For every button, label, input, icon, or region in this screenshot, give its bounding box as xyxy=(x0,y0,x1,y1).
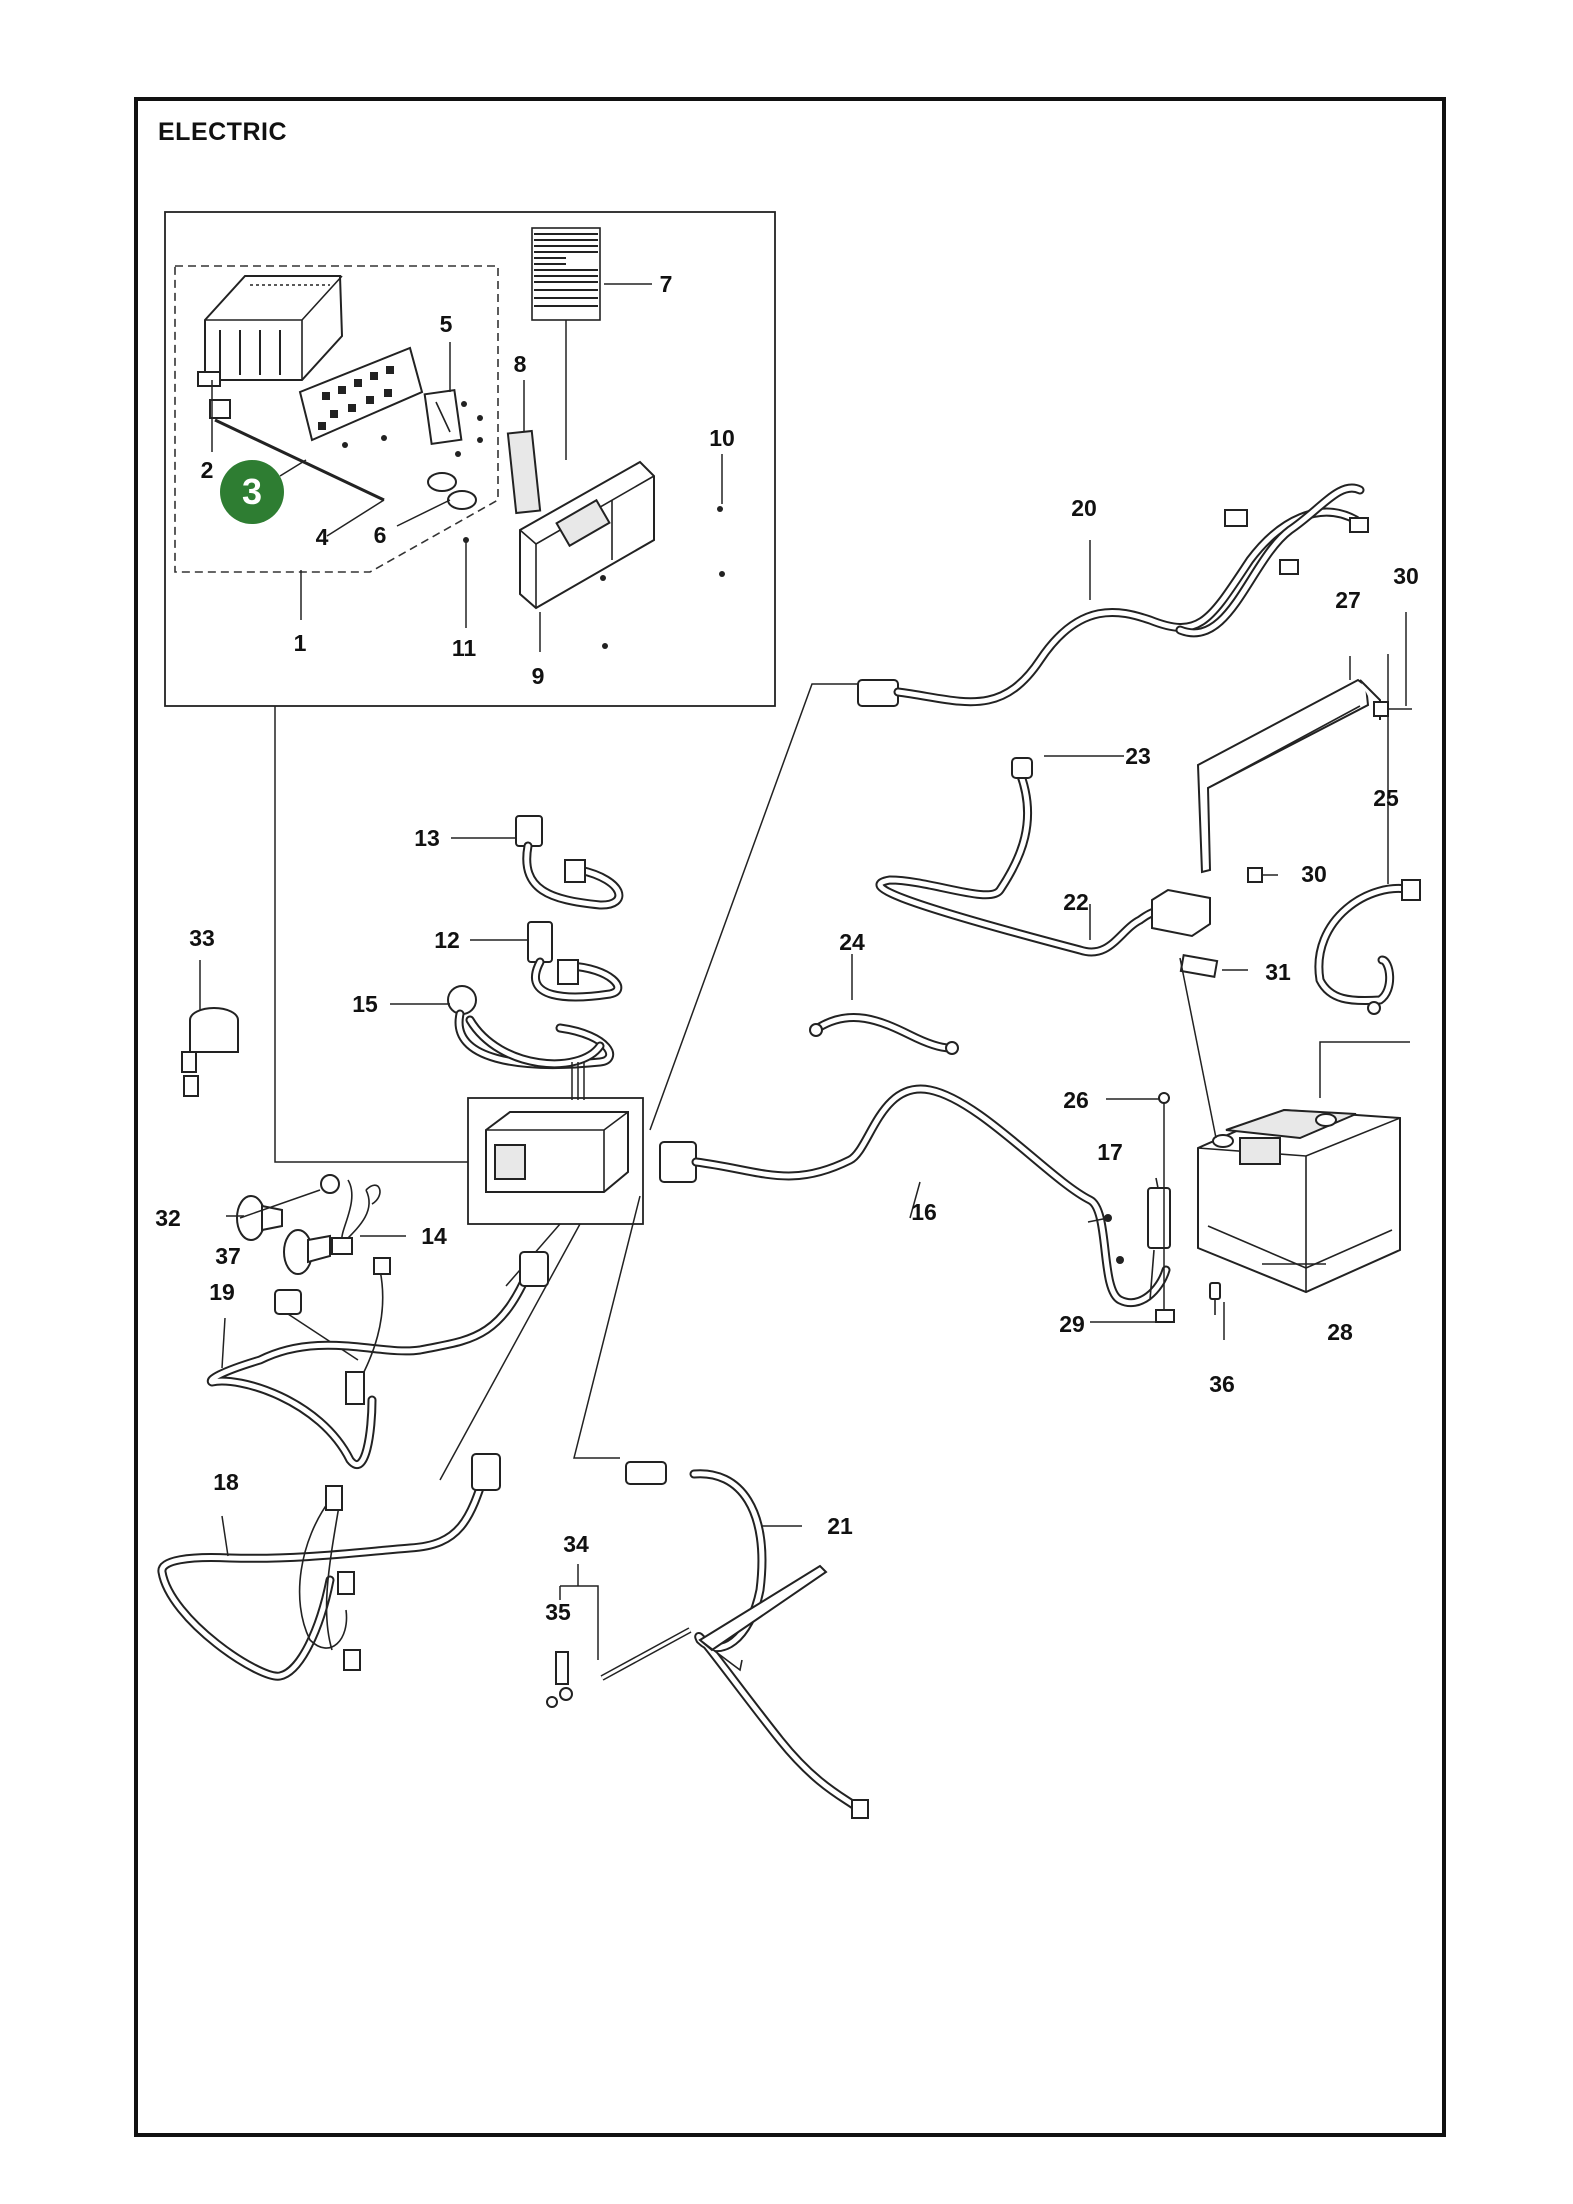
callout-15: 15 xyxy=(352,991,378,1017)
battery xyxy=(1197,1108,1401,1294)
harness-19 xyxy=(206,1251,549,1470)
callout-8: 8 xyxy=(514,351,527,377)
callout-23: 23 xyxy=(1125,743,1151,769)
page-title: ELECTRIC xyxy=(158,118,287,146)
callout-28: 28 xyxy=(1327,1319,1353,1345)
circuit-board xyxy=(298,346,424,442)
callout-20: 20 xyxy=(1071,495,1097,521)
callout-18: 18 xyxy=(213,1469,239,1495)
lamp-harness-14 xyxy=(331,1179,381,1255)
callout-26: 26 xyxy=(1063,1087,1089,1113)
lamp-32 xyxy=(236,1174,340,1275)
inset-box xyxy=(164,211,776,1163)
callout-labels: 1 2 4 5 6 7 8 9 10 11 12 13 14 15 16 17 … xyxy=(155,271,1419,1625)
fuse-part xyxy=(423,389,463,445)
leader-lines xyxy=(199,283,1407,1557)
cable-34 xyxy=(546,1564,692,1708)
part-37 xyxy=(274,1289,359,1361)
control-box xyxy=(519,460,655,610)
harness-12 xyxy=(527,921,623,1002)
callout-13: 13 xyxy=(414,825,440,851)
callout-31: 31 xyxy=(1265,959,1291,985)
central-control-box xyxy=(467,1097,644,1225)
callout-7: 7 xyxy=(660,271,673,297)
battery-bracket xyxy=(1196,678,1381,874)
callout-30-top: 30 xyxy=(1393,563,1419,589)
callout-25: 25 xyxy=(1373,785,1399,811)
callout-22: 22 xyxy=(1063,889,1089,915)
callout-21: 21 xyxy=(827,1513,853,1539)
harness-22 xyxy=(875,757,1219,978)
harness-20 xyxy=(857,483,1369,707)
callout-19: 19 xyxy=(209,1279,235,1305)
callout-34: 34 xyxy=(563,1531,589,1557)
harness-21 xyxy=(625,1461,869,1819)
callout-33: 33 xyxy=(189,925,215,951)
key-switch xyxy=(181,1007,239,1097)
callout-1: 1 xyxy=(294,630,307,656)
diagram-frame xyxy=(134,97,1446,2137)
screws-inset xyxy=(342,401,725,649)
callout-16: 16 xyxy=(911,1199,937,1225)
harness-15 xyxy=(447,985,615,1069)
callout-37: 37 xyxy=(215,1243,241,1269)
washer-part xyxy=(427,472,457,492)
highlight-label: 3 xyxy=(242,471,262,512)
callout-32: 32 xyxy=(155,1205,181,1231)
highlight-badge xyxy=(220,460,284,524)
callout-36: 36 xyxy=(1209,1371,1235,1397)
callout-29: 29 xyxy=(1059,1311,1085,1337)
callout-5: 5 xyxy=(440,311,453,337)
callout-10: 10 xyxy=(709,425,735,451)
callout-11: 11 xyxy=(452,635,477,661)
sensor-36 xyxy=(1209,1282,1221,1315)
callout-24: 24 xyxy=(839,929,865,955)
cable-25 xyxy=(1314,879,1421,1015)
callout-6: 6 xyxy=(374,522,387,548)
callout-2: 2 xyxy=(201,457,214,483)
callout-4: 4 xyxy=(316,524,329,550)
harness-leads xyxy=(571,1062,585,1100)
callout-9: 9 xyxy=(532,663,545,689)
callout-14: 14 xyxy=(421,1223,447,1249)
cable-24 xyxy=(809,1012,959,1055)
highlight-callout-3: 3 xyxy=(220,459,307,524)
callout-12: 12 xyxy=(434,927,460,953)
harness-13 xyxy=(515,815,624,910)
callout-35: 35 xyxy=(545,1599,571,1625)
decal-part xyxy=(531,227,601,460)
callout-17: 17 xyxy=(1097,1139,1123,1165)
harness-16 xyxy=(659,1084,1171,1308)
callout-27: 27 xyxy=(1335,587,1361,613)
callout-30-mid: 30 xyxy=(1301,861,1327,887)
label-part xyxy=(506,429,542,515)
harness-18 xyxy=(157,1453,501,1681)
control-housing xyxy=(197,275,344,419)
